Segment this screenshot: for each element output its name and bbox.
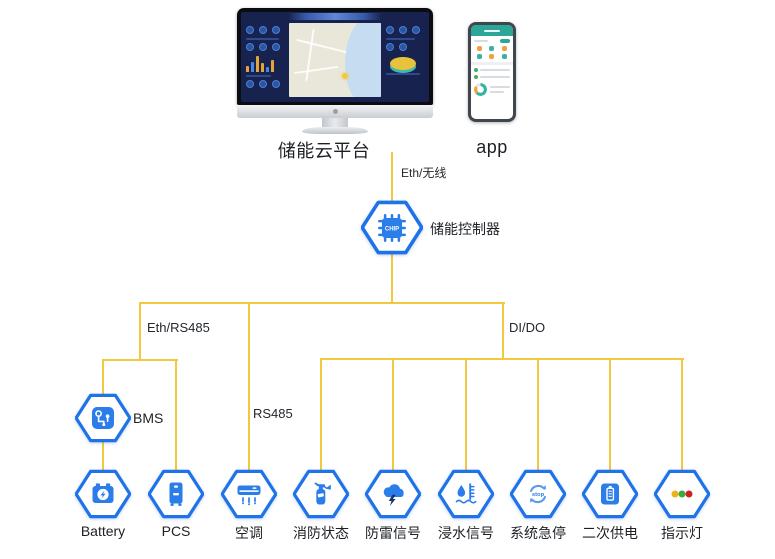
connector-to-pcs xyxy=(175,359,177,475)
connector-bus-dido xyxy=(320,358,684,360)
bms-network-icon xyxy=(75,393,131,443)
flood-signal-label: 浸水信号 xyxy=(438,525,494,541)
connector-to-lightning xyxy=(392,358,394,474)
node-bms xyxy=(75,393,131,443)
connector-bus-main xyxy=(139,302,505,304)
battery-icon xyxy=(75,469,131,519)
node-air-conditioner xyxy=(221,469,277,519)
link-label-rs485: RS485 xyxy=(253,406,293,421)
monitor-base xyxy=(302,127,368,134)
chip-icon: CHIP xyxy=(361,200,423,255)
connector-to-flood xyxy=(465,358,467,474)
indicator-light-label: 指示灯 xyxy=(661,525,703,541)
dashboard-bar-chart xyxy=(246,55,283,72)
air-conditioner-label: 空调 xyxy=(235,525,263,541)
node-lightning-signal xyxy=(365,469,421,519)
dashboard-image xyxy=(241,12,429,102)
storm-cloud-icon xyxy=(365,469,421,519)
chip-text: CHIP xyxy=(385,226,399,232)
dashboard-pie-chart xyxy=(390,57,416,70)
node-pcs xyxy=(148,469,204,519)
controller-label: 储能控制器 xyxy=(430,221,500,237)
dashboard-left-panel xyxy=(244,23,285,99)
phone-app-header xyxy=(471,25,513,36)
cloud-platform-label: 储能云平台 xyxy=(277,141,371,161)
indicator-lights-icon xyxy=(654,469,710,519)
monitor-stand xyxy=(322,118,348,127)
fire-extinguisher-icon xyxy=(293,469,349,519)
dashboard-title-bar xyxy=(288,13,382,20)
lightning-signal-label: 防雷信号 xyxy=(365,525,421,541)
connector-to-fire xyxy=(320,358,322,474)
secondary-power-label: 二次供电 xyxy=(582,525,638,541)
backup-battery-icon xyxy=(582,469,638,519)
emergency-stop-label: 系统急停 xyxy=(510,525,566,541)
dashboard-right-panel xyxy=(384,23,426,99)
fire-status-label: 消防状态 xyxy=(293,525,349,541)
node-flood-signal xyxy=(438,469,494,519)
connector-bus-eth-rs485 xyxy=(102,359,178,361)
battery-label: Battery xyxy=(80,523,126,539)
connector-eth-rs485-drop xyxy=(139,302,141,361)
water-level-icon xyxy=(438,469,494,519)
node-fire-status xyxy=(293,469,349,519)
monitor-chin xyxy=(237,105,433,118)
connector-to-secondary-power xyxy=(609,358,611,474)
connector-dido-drop xyxy=(502,302,504,360)
link-label-dido: DI/DO xyxy=(509,320,546,335)
stop-text: stop xyxy=(532,492,545,498)
map-water xyxy=(344,23,381,97)
phone-screen xyxy=(471,25,513,119)
map-marker xyxy=(342,73,349,80)
phone-donut-chart xyxy=(474,83,487,96)
app-label: app xyxy=(476,137,508,157)
connector-to-indicator xyxy=(681,358,683,474)
node-controller: CHIP xyxy=(361,200,423,255)
pcs-cabinet-icon xyxy=(148,469,204,519)
pcs-label: PCS xyxy=(161,523,191,539)
monitor-logo xyxy=(332,109,338,114)
air-conditioner-icon xyxy=(221,469,277,519)
phone xyxy=(468,22,516,122)
stop-cycle-icon: stop xyxy=(510,469,566,519)
connector-to-estop xyxy=(537,358,539,474)
connector-bms-to-battery xyxy=(102,440,104,475)
connector-to-bms xyxy=(102,359,104,397)
link-label-eth-rs485: Eth/RS485 xyxy=(147,320,210,335)
connector-rs485-drop xyxy=(248,302,250,474)
node-indicator-light xyxy=(654,469,710,519)
monitor-screen xyxy=(237,8,433,105)
link-label-eth-wireless: Eth/无线 xyxy=(401,166,447,180)
node-battery xyxy=(75,469,131,519)
node-emergency-stop: stop xyxy=(510,469,566,519)
bms-label: BMS xyxy=(133,410,164,426)
node-secondary-power xyxy=(582,469,638,519)
dashboard-map xyxy=(289,23,381,97)
monitor xyxy=(237,8,433,134)
